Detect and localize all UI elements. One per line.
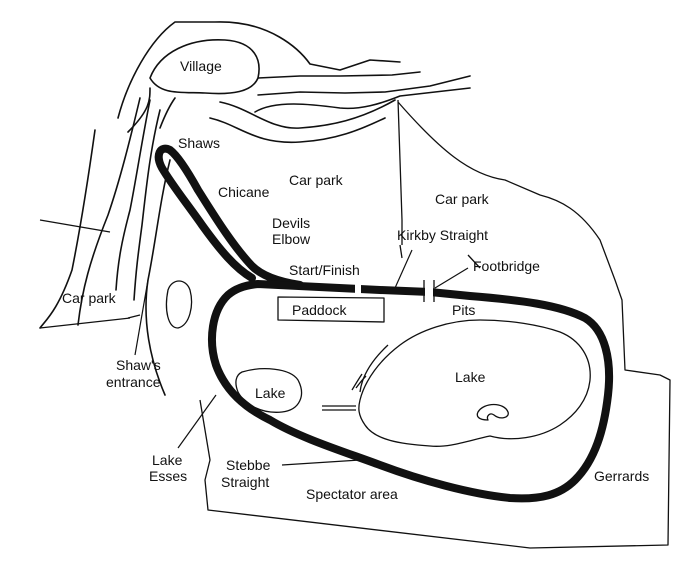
road-west-4: [145, 159, 171, 396]
label-chicane: Chicane: [218, 184, 270, 200]
label-lake-esses-2: Esses: [149, 468, 187, 484]
label-car-park-left: Car park: [62, 290, 117, 306]
leader-lake-esses: [177, 394, 217, 449]
pond-shaws: [165, 280, 193, 329]
road-west-3: [133, 109, 161, 301]
label-stebbe-straight-2: Straight: [221, 474, 269, 490]
label-village: Village: [180, 58, 222, 74]
label-kirkby-straight: Kirkby Straight: [397, 227, 488, 243]
leader-shaws-entrance: [134, 279, 149, 356]
island: [476, 403, 509, 421]
label-gerrards: Gerrards: [594, 468, 649, 484]
label-pits: Pits: [452, 302, 475, 318]
leader-kirkby: [394, 249, 413, 289]
site-boundary: [199, 99, 671, 549]
label-footbridge: Footbridge: [473, 258, 540, 274]
road-loop-lower: [209, 117, 386, 144]
label-car-park-right: Car park: [435, 191, 490, 207]
track: [154, 144, 614, 503]
leader-stebbe: [281, 459, 361, 466]
label-lake-large: Lake: [455, 369, 486, 385]
label-stebbe-straight-1: Stebbe: [226, 457, 271, 473]
label-paddock: Paddock: [292, 302, 347, 318]
label-lake-esses-1: Lake: [152, 452, 183, 468]
label-devils-elbow-1: Devils: [272, 215, 310, 231]
start-finish-marker: [355, 280, 361, 296]
paddock-outline: [277, 296, 385, 323]
leader-footbridge: [434, 267, 469, 289]
road-west-2: [115, 99, 151, 291]
road-top-inner: [127, 87, 151, 133]
bridge-stub-2: [351, 373, 367, 391]
leader-lines: [134, 249, 469, 466]
labels: Village Shaws Car park Car park Chicane …: [62, 58, 649, 502]
label-start-finish: Start/Finish: [289, 262, 360, 278]
boundary-left: [39, 129, 96, 329]
lake-large: [358, 319, 591, 447]
boundary-east: [199, 99, 671, 549]
label-car-park-centre: Car park: [289, 172, 344, 188]
lakes: [235, 319, 591, 447]
road-top-outer: [117, 21, 401, 119]
label-shaws-entrance-2: entrance: [106, 374, 161, 390]
label-devils-elbow-2: Elbow: [272, 231, 311, 247]
carpark-left-boundary: [39, 219, 141, 329]
paddock: [277, 296, 385, 323]
lake-large-shore: [359, 344, 389, 393]
road-loop-inner: [219, 99, 396, 129]
roads: [39, 21, 471, 396]
label-lake-small: Lake: [255, 385, 286, 401]
road-upper-2: [257, 75, 471, 96]
label-shaws-entrance-1: Shaw's: [116, 357, 161, 373]
label-spectator-area: Spectator area: [306, 486, 398, 502]
boundary-inner-east: [399, 244, 481, 269]
track-main-loop: [208, 280, 614, 503]
bridge-stub-1: [322, 405, 356, 411]
footbridge-lines: [423, 280, 435, 302]
road-west-1: [77, 97, 141, 326]
road-mid: [254, 87, 471, 113]
footbridge-marker: [425, 282, 433, 300]
lake-small: [235, 368, 303, 413]
label-shaws: Shaws: [178, 135, 220, 151]
track-hairpin: [154, 144, 304, 289]
road-shaws-stub: [159, 97, 176, 129]
road-upper-1: [257, 71, 421, 79]
